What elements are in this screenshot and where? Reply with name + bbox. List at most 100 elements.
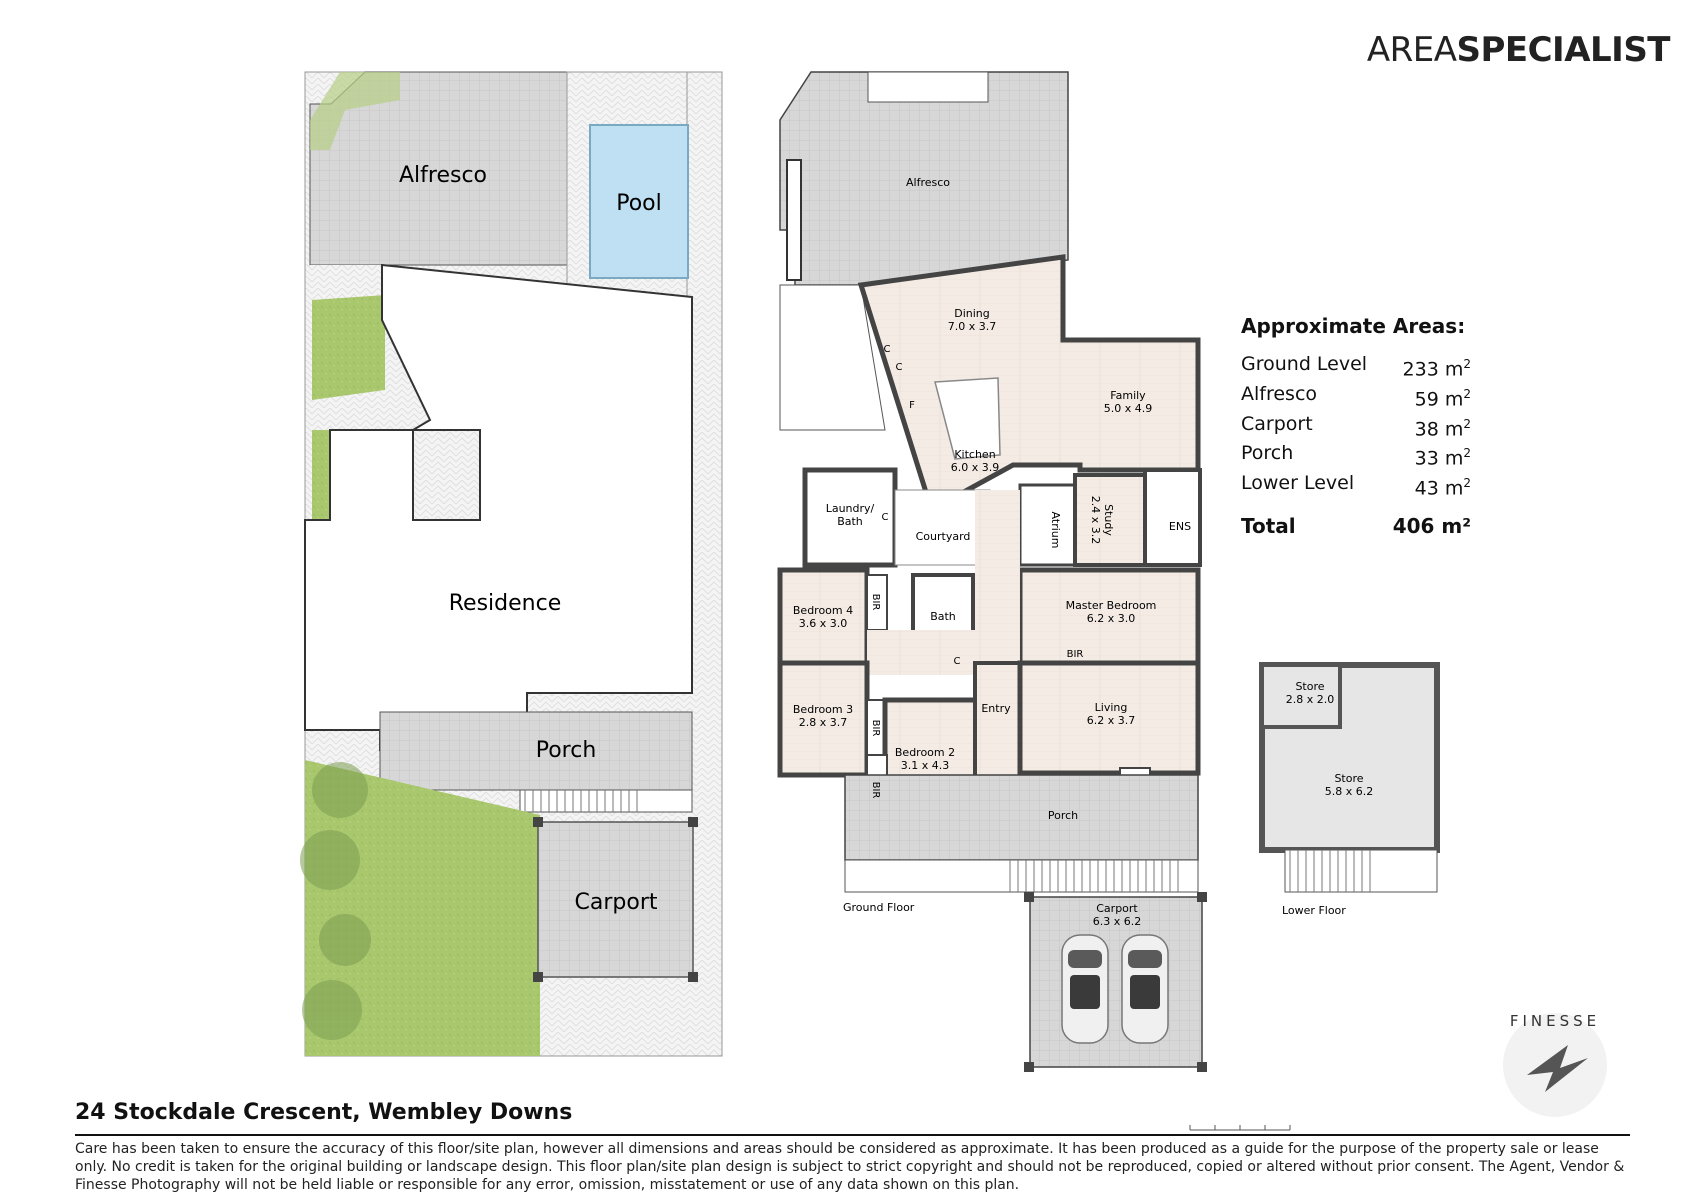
property-address: 24 Stockdale Crescent, Wembley Downs [75,1100,573,1125]
gf-label-master: Master Bedroom [1066,599,1157,612]
lf-label-store-small-dims: 2.8 x 2.0 [1286,693,1335,706]
approximate-areas: Approximate Areas: Ground Level 233 m2 Al… [1241,314,1471,538]
gf-label-carport-dims: 6.3 x 6.2 [1093,915,1142,928]
gf-bedroom-3 [777,660,870,778]
site-label-pool: Pool [616,191,662,216]
gf-label-bedroom4-dims: 3.6 x 3.0 [799,617,848,630]
lf-label-store-small: Store [1295,680,1324,693]
gf-label-c-3: C [882,512,889,523]
areas-total-value: 406 m² [1392,514,1471,539]
areas-row: Carport 38 m2 [1241,412,1471,442]
gf-caption: Ground Floor [843,901,915,914]
gf-label-entry: Entry [981,702,1011,715]
gf-master-bedroom [1017,567,1201,666]
areas-row-label: Ground Level [1241,353,1368,375]
areas-total: Total 406 m² [1241,514,1471,538]
site-label-carport: Carport [575,890,658,915]
areas-row-label: Carport [1241,412,1313,435]
lf-steps [1289,850,1371,892]
gf-carport [1029,896,1203,1068]
gf-label-bedroom3-dims: 2.8 x 3.7 [799,716,848,729]
lf-caption: Lower Floor [1282,904,1346,917]
gf-label-c-4: C [954,656,961,667]
ground-floor-plan: Alfresco Dining 7.0 x 3.7 Family 5.0 x 4… [777,71,1207,1072]
lf-label-store-large: Store [1334,772,1363,785]
brand-logo: AREASPECIALIST [1366,30,1671,70]
lf-store-small [1260,663,1342,729]
areas-row: Ground Level 233 m2 [1241,352,1471,382]
brand-bold: SPECIALIST [1456,30,1670,70]
site-porch-steps [524,790,638,812]
areas-row: Alfresco 59 m2 [1241,382,1471,412]
site-palm-trees [300,762,371,1040]
gf-label-carport: Carport [1096,902,1138,915]
gf-label-study: Study [1102,504,1115,536]
gf-label-living: Living [1095,701,1128,714]
gf-label-ens: ENS [1169,520,1191,533]
disclaimer-text: Care has been taken to ensure the accura… [75,1141,1625,1193]
gf-label-laundry-2: Bath [837,515,863,528]
areas-total-label: Total [1241,514,1296,539]
areas-row-value: 59 m2 [1414,386,1471,411]
footer-divider [75,1134,1630,1136]
gf-label-bir-4: BIR [1067,649,1084,660]
gf-porch [844,774,1199,861]
gf-label-laundry-1: Laundry/ [826,502,875,515]
pool-water [589,124,689,279]
car-icon-left [1061,934,1109,1044]
lower-floor-plan: Store 2.8 x 2.0 Store 5.8 x 6.2 Lower Fl… [1259,662,1440,917]
gf-label-f: F [909,400,915,411]
site-label-residence: Residence [449,591,561,616]
gf-label-porch: Porch [1048,809,1078,822]
gf-label-bedroom2-dims: 3.1 x 4.3 [901,759,950,772]
gf-dining-kitchen-family [857,254,1201,508]
areas-row-label: Porch [1241,442,1294,465]
car-icon-right [1121,934,1169,1044]
gf-label-dining-dims: 7.0 x 3.7 [948,320,997,333]
site-label-alfresco: Alfresco [399,163,487,188]
areas-row-label: Alfresco [1241,382,1318,405]
areas-row-value: 38 m2 [1414,416,1471,440]
areas-row-value: 233 m2 [1402,357,1471,381]
areas-row-value: 43 m2 [1414,476,1471,500]
areas-heading: Approximate Areas: [1241,314,1466,338]
areas-row-value: 33 m2 [1414,446,1471,470]
gf-label-courtyard: Courtyard [916,530,971,543]
gf-label-bedroom3: Bedroom 3 [793,703,853,716]
gf-label-family-dims: 5.0 x 4.9 [1104,402,1153,415]
gf-label-atrium: Atrium [1049,512,1062,549]
gf-label-c-2: C [896,362,903,373]
gf-label-bir-2: BIR [870,720,881,737]
residence-footprint [304,263,693,751]
gf-atrium [1018,483,1077,567]
lf-label-store-large-dims: 5.8 x 6.2 [1325,785,1374,798]
site-plan: Alfresco Pool Residence Porch Carport [300,71,723,1057]
site-garden-bed [310,72,400,150]
gf-porch-steps [1009,860,1179,892]
gf-label-kitchen: Kitchen [954,448,995,461]
site-front-lawn [305,760,540,1056]
gf-living [1017,660,1201,776]
gf-label-c-1: C [884,344,891,355]
areas-row: Porch 33 m2 [1241,441,1471,471]
gf-label-study-dims: 2.4 x 3.2 [1089,496,1102,545]
finesse-logo-icon [1503,1013,1607,1117]
finesse-wordmark: FINESSE [1509,1012,1601,1030]
gf-kitchen-island [934,377,1001,460]
site-carport-area [537,821,694,978]
gf-label-family: Family [1110,389,1146,402]
gf-label-dining: Dining [954,307,990,320]
areas-row: Lower Level 43 m2 [1241,471,1471,501]
brand-thin: AREA [1366,30,1457,70]
site-lawn-left [312,295,385,400]
site-label-porch: Porch [536,738,597,763]
gf-ens [1143,468,1202,567]
gf-label-living-dims: 6.2 x 3.7 [1087,714,1136,727]
gf-label-bath: Bath [930,610,956,623]
areas-row-label: Lower Level [1241,472,1355,495]
gf-entry [973,661,1022,780]
gf-label-kitchen-dims: 6.0 x 3.9 [951,461,1000,474]
scale-bar [1189,1125,1291,1131]
gf-label-bir-3: BIR [870,782,881,799]
